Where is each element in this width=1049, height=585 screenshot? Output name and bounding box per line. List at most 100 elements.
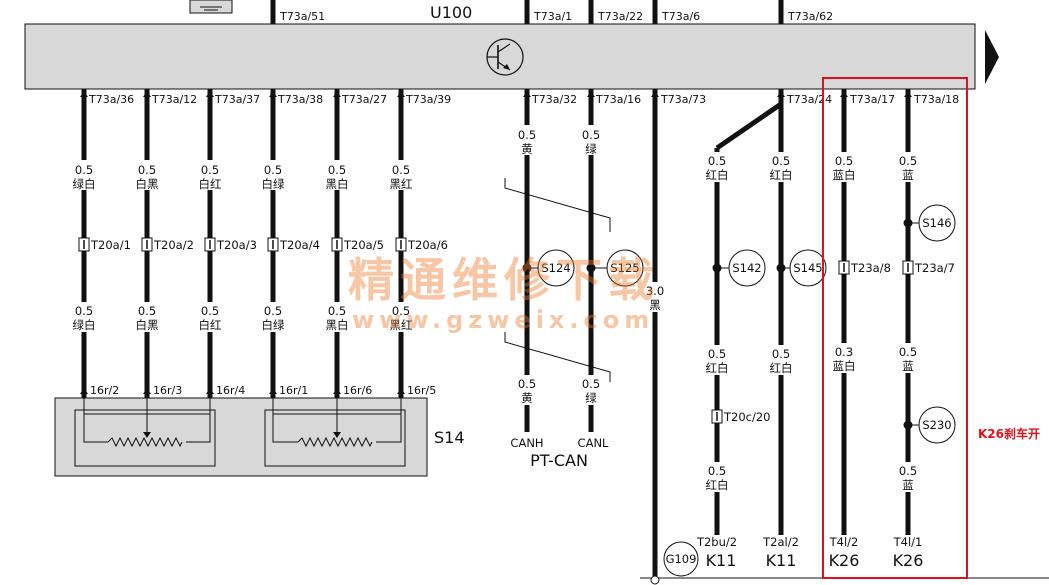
pin-label: T73a/24 bbox=[786, 93, 832, 106]
connector-label: T20c/20 bbox=[723, 410, 771, 424]
component-label: K26 bbox=[893, 551, 924, 570]
wire-gauge: 0.5 bbox=[518, 377, 536, 391]
connector-label: T20a/1 bbox=[90, 238, 131, 252]
wire-gauge: 0.5 bbox=[392, 304, 410, 318]
sensor-pin-label: 16r/5 bbox=[407, 384, 436, 397]
wire-color: 黑 bbox=[649, 298, 661, 312]
connector-label: T23a/8 bbox=[850, 261, 891, 275]
module-body bbox=[24, 23, 976, 90]
component-label: K26 bbox=[829, 551, 860, 570]
wire-color: 黑红 bbox=[390, 177, 413, 191]
wire-color: 白红 bbox=[199, 177, 222, 191]
wire-color: 黑红 bbox=[390, 318, 413, 332]
connector-label: T20a/5 bbox=[343, 238, 384, 252]
wire-color: 绿白 bbox=[73, 177, 96, 191]
wire-color: 蓝 bbox=[902, 359, 914, 373]
end-pin-label: T4l/2 bbox=[829, 535, 859, 549]
wire-gauge: 0.5 bbox=[708, 154, 726, 168]
end-pin-label: T2bu/2 bbox=[696, 535, 737, 549]
wire-gauge: 0.5 bbox=[138, 304, 156, 318]
connector-label: T20a/2 bbox=[153, 238, 194, 252]
pin-label: T73a/32 bbox=[531, 93, 577, 106]
can-end-label: CANL bbox=[578, 436, 609, 450]
ground-point-label: G109 bbox=[666, 552, 697, 566]
sensor-pin-label: 16r/1 bbox=[279, 384, 308, 397]
wire-color: 白红 bbox=[199, 318, 222, 332]
splice-label: S124 bbox=[541, 261, 570, 275]
ground-group: T73a/73 3.0 黑 G109 bbox=[637, 89, 1049, 585]
wire-color: 红白 bbox=[706, 478, 729, 492]
top-pin-label: T73a/1 bbox=[533, 10, 572, 23]
wire-gauge: 0.5 bbox=[75, 163, 93, 177]
wire-color: 绿 bbox=[585, 142, 597, 156]
pin-label: T73a/17 bbox=[849, 93, 895, 106]
sensor-pin-label: 16r/3 bbox=[153, 384, 182, 397]
wire-color: 绿 bbox=[585, 391, 597, 405]
end-pin-label: T4l/1 bbox=[893, 535, 923, 549]
wire-color: 蓝白 bbox=[833, 359, 856, 373]
wire-gauge: 3.0 bbox=[646, 284, 664, 298]
top-pin-label: T73a/51 bbox=[279, 10, 325, 23]
component-label: K11 bbox=[766, 551, 797, 570]
pin-label: T73a/37 bbox=[214, 93, 260, 106]
wire-gauge: 0.5 bbox=[201, 163, 219, 177]
component-label: K11 bbox=[706, 551, 737, 570]
wire-color: 白绿 bbox=[262, 177, 285, 191]
splice-label: S146 bbox=[922, 216, 951, 230]
transistor-icon bbox=[486, 38, 524, 76]
wire-gauge: 0.5 bbox=[899, 345, 917, 359]
wire-gauge: 0.3 bbox=[835, 345, 853, 359]
connector-label: T20a/6 bbox=[407, 238, 448, 252]
wire-gauge: 0.5 bbox=[708, 464, 726, 478]
splice-label: S125 bbox=[610, 261, 639, 275]
wire-gauge: 0.5 bbox=[328, 304, 346, 318]
pin-label: T73a/73 bbox=[660, 93, 706, 106]
left-wire-group: T73a/36 T73a/12 T73a/37 T73a/38 T73a/27 … bbox=[66, 89, 451, 398]
wire-color: 绿白 bbox=[73, 318, 96, 332]
pin-label: T73a/18 bbox=[913, 93, 959, 106]
pin-label: T73a/36 bbox=[88, 93, 134, 106]
wire-color: 蓝 bbox=[902, 478, 914, 492]
pin-label: T73a/16 bbox=[595, 93, 641, 106]
sensor-s14 bbox=[54, 397, 428, 477]
wire-gauge: 0.5 bbox=[708, 347, 726, 361]
wire-color: 红白 bbox=[770, 168, 793, 182]
wire-color: 红白 bbox=[706, 361, 729, 375]
connector-label: T23a/7 bbox=[914, 261, 955, 275]
top-pin-labels: T73a/51 T73a/1 T73a/22 T73a/6 T73a/62 bbox=[279, 10, 833, 23]
wire-gauge: 0.5 bbox=[582, 128, 600, 142]
connector-label: T20a/4 bbox=[279, 238, 320, 252]
sensor-pin-label: 16r/2 bbox=[90, 384, 119, 397]
wire-color: 黑白 bbox=[326, 318, 349, 332]
wire-color: 黄 bbox=[521, 391, 533, 405]
splice-label: S145 bbox=[793, 261, 822, 275]
pin-label: T73a/38 bbox=[277, 93, 323, 106]
wire-color: 蓝 bbox=[902, 168, 914, 182]
top-pin-label: T73a/6 bbox=[661, 10, 700, 23]
wire-gauge: 0.5 bbox=[899, 154, 917, 168]
wire-color: 白黑 bbox=[136, 318, 159, 332]
module-name: U100 bbox=[430, 3, 472, 22]
wire-gauge: 0.5 bbox=[899, 464, 917, 478]
wire-color: 红白 bbox=[770, 361, 793, 375]
annotation-note: K26刹车开 bbox=[978, 427, 1040, 441]
top-wires bbox=[270, 0, 784, 24]
wire-color: 白黑 bbox=[136, 177, 159, 191]
top-pin-label: T73a/22 bbox=[597, 10, 643, 23]
wire-gauge: 0.5 bbox=[518, 128, 536, 142]
pin-label: T73a/39 bbox=[405, 93, 451, 106]
connector-label: T20a/3 bbox=[216, 238, 257, 252]
highlight-box bbox=[822, 77, 968, 579]
wire-color: 黄 bbox=[521, 142, 533, 156]
wire-gauge: 0.5 bbox=[264, 163, 282, 177]
wire-gauge: 0.5 bbox=[392, 163, 410, 177]
can-end-label: CANH bbox=[510, 436, 543, 450]
wire-gauge: 0.5 bbox=[138, 163, 156, 177]
wire-gauge: 0.5 bbox=[201, 304, 219, 318]
can-bus-name: PT-CAN bbox=[530, 451, 588, 470]
splice-label: S230 bbox=[922, 418, 951, 432]
wire-gauge: 0.5 bbox=[264, 304, 282, 318]
pin-label: T73a/27 bbox=[341, 93, 387, 106]
wire-color: 黑白 bbox=[326, 177, 349, 191]
wire-gauge: 0.5 bbox=[835, 154, 853, 168]
